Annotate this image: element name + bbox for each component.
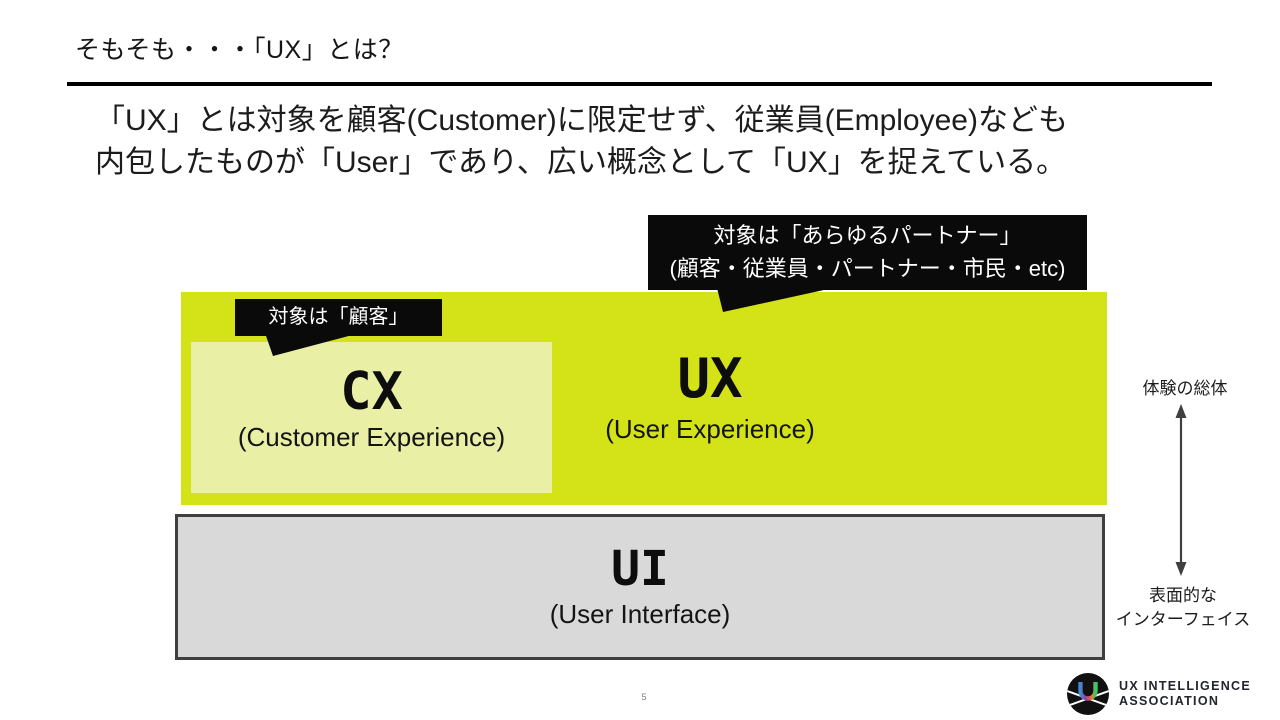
surface-interface-label: 表面的な インターフェイス [1113,584,1253,632]
ux-abbr: UX [677,347,743,410]
cx-callout-label: 対象は「顧客」 [268,306,409,328]
ux-callout: 対象は「あらゆるパートナー」 (顧客・従業員・パートナー・市民・etc) [648,215,1087,290]
body-line-2: 内包したものが「User」であり、広い概念として「UX」を捉えている。 [95,146,1067,179]
ui-full-label: (User Interface) [549,599,731,629]
uxia-logo-line-1: UX INTELLIGENCE [1119,679,1252,693]
ux-callout-line-1: 対象は「あらゆるパートナー」 [713,223,1022,248]
ui-box: UI (User Interface) [175,514,1105,660]
uxia-logo-line-2: ASSOCIATION [1119,694,1220,708]
slide-body: 「UX」とは対象を顧客(Customer)に限定せず、従業員(Employee)… [95,100,1068,184]
ux-callout-line-2: (顧客・従業員・パートナー・市民・etc) [669,256,1066,281]
uxia-logo-text: UX INTELLIGENCE ASSOCIATION [1119,679,1251,709]
title-underline [67,82,1212,86]
ui-abbr: UI [611,541,669,597]
uxia-logo: UX INTELLIGENCE ASSOCIATION [1066,672,1251,716]
uxia-logo-mark-icon [1067,673,1109,715]
surface-interface-line-2: インターフェイス [1115,610,1251,629]
cx-abbr: CX [340,362,403,422]
surface-interface-line-1: 表面的な [1149,586,1217,605]
cx-callout: 対象は「顧客」 [235,299,442,336]
slide-title: そもそも・・・「UX」とは？ [75,36,404,64]
cx-box: CX (Customer Experience) [191,342,552,493]
page-number: 5 [641,692,647,702]
experience-total-label: 体験の総体 [1142,379,1228,398]
double-arrow-icon [1175,404,1187,576]
body-line-1: 「UX」とは対象を顧客(Customer)に限定せず、従業員(Employee)… [95,104,1068,137]
ux-full-label: (User Experience) [605,414,815,444]
ux-box-label: UX (User Experience) [560,352,860,445]
cx-full-label: (Customer Experience) [237,422,506,452]
